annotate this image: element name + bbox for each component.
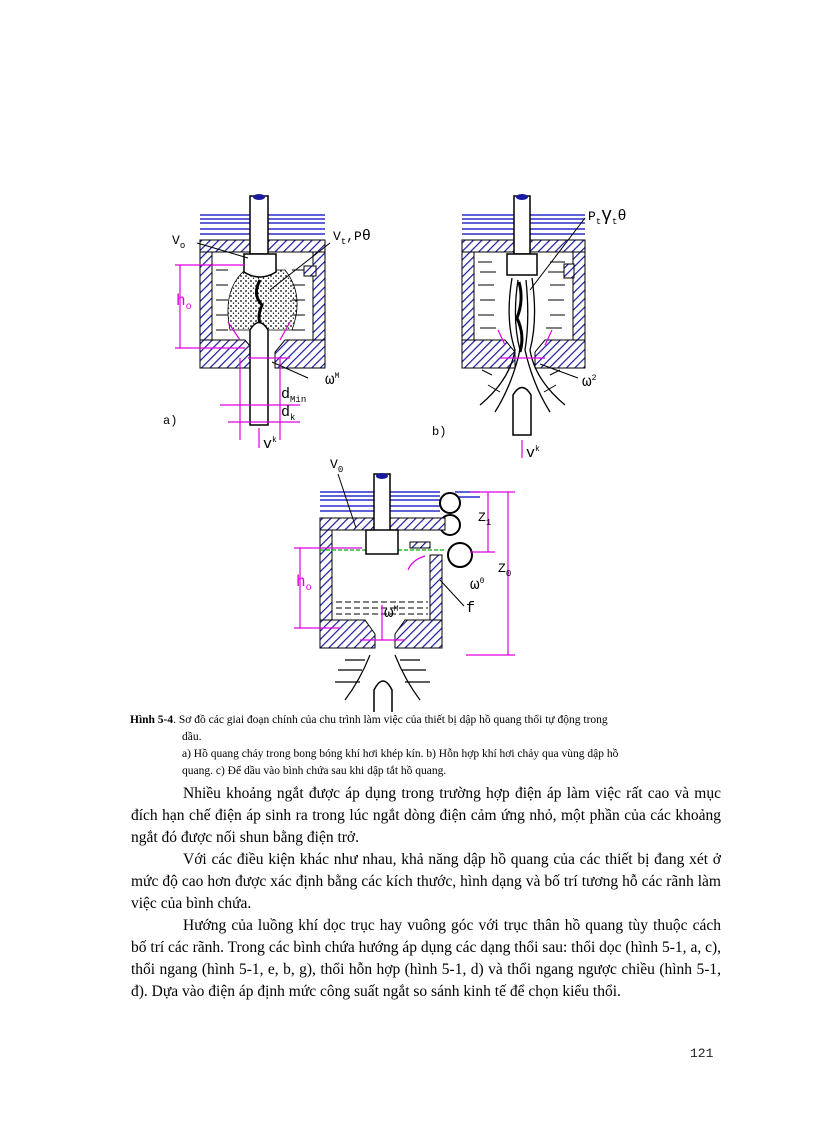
svg-text:ho: ho bbox=[176, 292, 192, 313]
svg-text:vk: vk bbox=[526, 445, 540, 462]
body-paragraph-2: Với các điều kiện khác như nhau, khả năn… bbox=[131, 851, 721, 912]
svg-text:ω2: ω2 bbox=[582, 373, 597, 391]
label-a-vo: V bbox=[172, 233, 180, 248]
svg-text:dk: dk bbox=[281, 404, 295, 423]
label-c-ho: h bbox=[296, 573, 306, 591]
label-a-vk: v bbox=[263, 436, 272, 453]
figure-caption: Hình 5-4. Sơ đồ các giai đoạn chính của … bbox=[130, 712, 720, 780]
label-panel-a: a) bbox=[163, 414, 177, 428]
label-a-dmin: d bbox=[281, 386, 290, 403]
svg-text:vk: vk bbox=[263, 436, 277, 453]
page-number: 121 bbox=[690, 1046, 714, 1061]
svg-text:Ptγtθ: Ptγtθ bbox=[588, 206, 626, 227]
label-b-omega: ω bbox=[582, 373, 592, 391]
body-paragraph-3: Hướng của luồng khí dọc trục hay vuông g… bbox=[131, 917, 721, 1000]
label-c-z1: Z bbox=[478, 510, 486, 525]
label-a-ho: h bbox=[176, 292, 186, 310]
caption-text-3: a) Hồ quang cháy trong bong bóng khí hơi… bbox=[182, 748, 619, 760]
label-a-omega: ω bbox=[325, 371, 335, 389]
label-c-v0: V bbox=[330, 457, 338, 472]
label-b-pt: P bbox=[588, 209, 596, 224]
label-a-vo-sub: o bbox=[180, 241, 185, 251]
body-paragraph-1: Nhiều khoảng ngắt được áp dụng trong trư… bbox=[131, 785, 721, 846]
label-c-omega0: ω bbox=[470, 576, 480, 594]
svg-text:ω0: ω0 bbox=[470, 576, 485, 594]
svg-text:dMin: dMin bbox=[281, 386, 306, 405]
svg-text:ho: ho bbox=[296, 573, 312, 594]
label-panel-b: b) bbox=[432, 425, 446, 439]
label-b-vk: v bbox=[526, 445, 535, 462]
svg-text:Vo: Vo bbox=[172, 233, 185, 251]
caption-text-2: dầu. bbox=[182, 731, 202, 743]
panel-a: Vo Vt,Pθ ho ωM dMin dk vk a) bbox=[163, 194, 371, 453]
svg-text:V0: V0 bbox=[330, 457, 343, 475]
caption-text-1: . Sơ đồ các giai đoạn chính của chu trìn… bbox=[173, 714, 608, 726]
label-a-vt: V bbox=[333, 229, 341, 244]
label-c-f: f bbox=[466, 600, 475, 617]
label-c-z0: Z bbox=[498, 561, 506, 576]
svg-text:Vt,Pθ: Vt,Pθ bbox=[333, 228, 371, 247]
figure-5-4: Vo Vt,Pθ ho ωM dMin dk vk a) bbox=[163, 194, 626, 712]
panel-b: Ptγtθ ω2 vk b) bbox=[432, 194, 626, 462]
panel-c: V0 Z1 Z0 ho ω0 f ωM c) bbox=[294, 457, 515, 712]
label-a-dk: d bbox=[281, 404, 290, 421]
svg-text:Z1: Z1 bbox=[478, 510, 491, 528]
svg-text:ωM: ωM bbox=[325, 371, 340, 389]
svg-text:Z0: Z0 bbox=[498, 561, 511, 579]
caption-text-4: quang. c) Để dầu vào bình chứa sau khi d… bbox=[182, 765, 447, 777]
caption-label: Hình 5-4 bbox=[130, 714, 174, 726]
svg-text:ωM: ωM bbox=[384, 604, 399, 622]
label-c-omegaM: ω bbox=[384, 604, 394, 622]
